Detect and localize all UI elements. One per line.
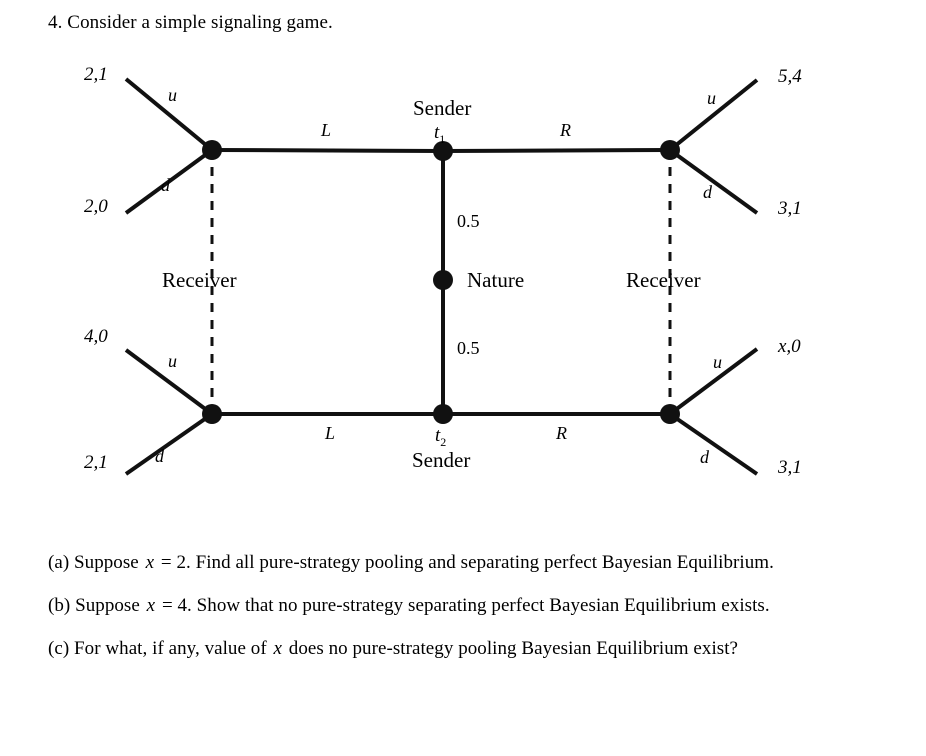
- edge-bottom-right-down: [668, 412, 759, 476]
- action-label-bottom-right-up: u: [713, 352, 722, 372]
- question-a-body: = 2. Find all pure-strategy pooling and …: [156, 552, 774, 573]
- edge-bottom-left-down: [124, 412, 214, 476]
- player-label-nature: Nature: [467, 268, 525, 292]
- payoff-top-right-down: 3,1: [778, 198, 802, 219]
- node-nature: [433, 270, 453, 290]
- question-c-prefix: (c) For what, if any, value of: [48, 638, 272, 659]
- question-a-prefix: (a) Suppose: [48, 552, 144, 573]
- question-b-body: = 4. Show that no pure-strategy separati…: [157, 595, 770, 616]
- question-item-a: (a) Suppose x = 2. Find all pure-strateg…: [48, 552, 908, 574]
- edge-top-right-up: [668, 78, 759, 152]
- node-receiver-top-right: [660, 140, 680, 160]
- action-label-top-left-down: d: [161, 175, 170, 195]
- message-label-L-top: L: [321, 120, 332, 140]
- message-label-R-top: R: [560, 120, 571, 140]
- player-label-receiver-left: Receiver: [162, 268, 237, 292]
- question-b-prefix: (b) Suppose: [48, 595, 145, 616]
- payoff-bottom-right-up: x,0: [778, 336, 801, 357]
- node-receiver-bottom-left: [202, 404, 222, 424]
- payoff-top-left-down: 2,0: [84, 196, 108, 217]
- node-sender-t2: [433, 404, 453, 424]
- node-receiver-bottom-right: [660, 404, 680, 424]
- player-label-sender-top: Sender: [413, 96, 472, 120]
- type-label-t1: t1: [434, 122, 446, 146]
- payoff-bottom-left-up: 4,0: [84, 326, 108, 347]
- message-label-R-bottom: R: [556, 423, 567, 443]
- node-sender-t1: [433, 141, 453, 161]
- type-label-t2: t2: [435, 425, 447, 449]
- player-label-receiver-right: Receiver: [626, 268, 701, 292]
- question-c-variable: x: [273, 638, 282, 659]
- question-item-c: (c) For what, if any, value of x does no…: [48, 638, 908, 660]
- edge-top-left-up: [124, 77, 214, 152]
- question-c-body: does no pure-strategy pooling Bayesian E…: [283, 638, 739, 659]
- payoff-bottom-left-down: 2,1: [84, 452, 108, 473]
- action-label-bottom-left-down: d: [155, 446, 164, 466]
- edge-top-right-down: [668, 148, 759, 215]
- edge-top-left-down: [124, 148, 214, 215]
- probability-label-bottom: 0.5: [457, 338, 480, 358]
- question-a-variable: x: [145, 552, 155, 573]
- action-label-top-right-down: d: [703, 182, 712, 202]
- edge-message-R-top: [442, 148, 671, 153]
- question-item-b: (b) Suppose x = 4. Show that no pure-str…: [48, 595, 908, 617]
- action-label-top-right-up: u: [707, 88, 716, 108]
- message-label-L-bottom: L: [325, 423, 336, 443]
- edge-bottom-right-up: [668, 347, 759, 416]
- question-b-variable: x: [146, 595, 156, 616]
- action-label-bottom-left-up: u: [168, 351, 177, 371]
- payoff-bottom-right-down: 3,1: [778, 457, 802, 478]
- signaling-game-tree: [124, 77, 759, 476]
- probability-label-top: 0.5: [457, 211, 480, 231]
- player-label-sender-bottom: Sender: [412, 448, 471, 472]
- payoff-top-right-up: 5,4: [778, 66, 802, 87]
- question-prompt: 4. Consider a simple signaling game.: [48, 12, 333, 33]
- payoff-top-left-up: 2,1: [84, 64, 108, 85]
- node-receiver-top-left: [202, 140, 222, 160]
- question-list: (a) Suppose x = 2. Find all pure-strateg…: [48, 552, 908, 681]
- action-label-bottom-right-down: d: [700, 447, 709, 467]
- edge-bottom-left-up: [124, 348, 214, 416]
- action-label-top-left-up: u: [168, 85, 177, 105]
- edge-message-L-top: [211, 148, 444, 153]
